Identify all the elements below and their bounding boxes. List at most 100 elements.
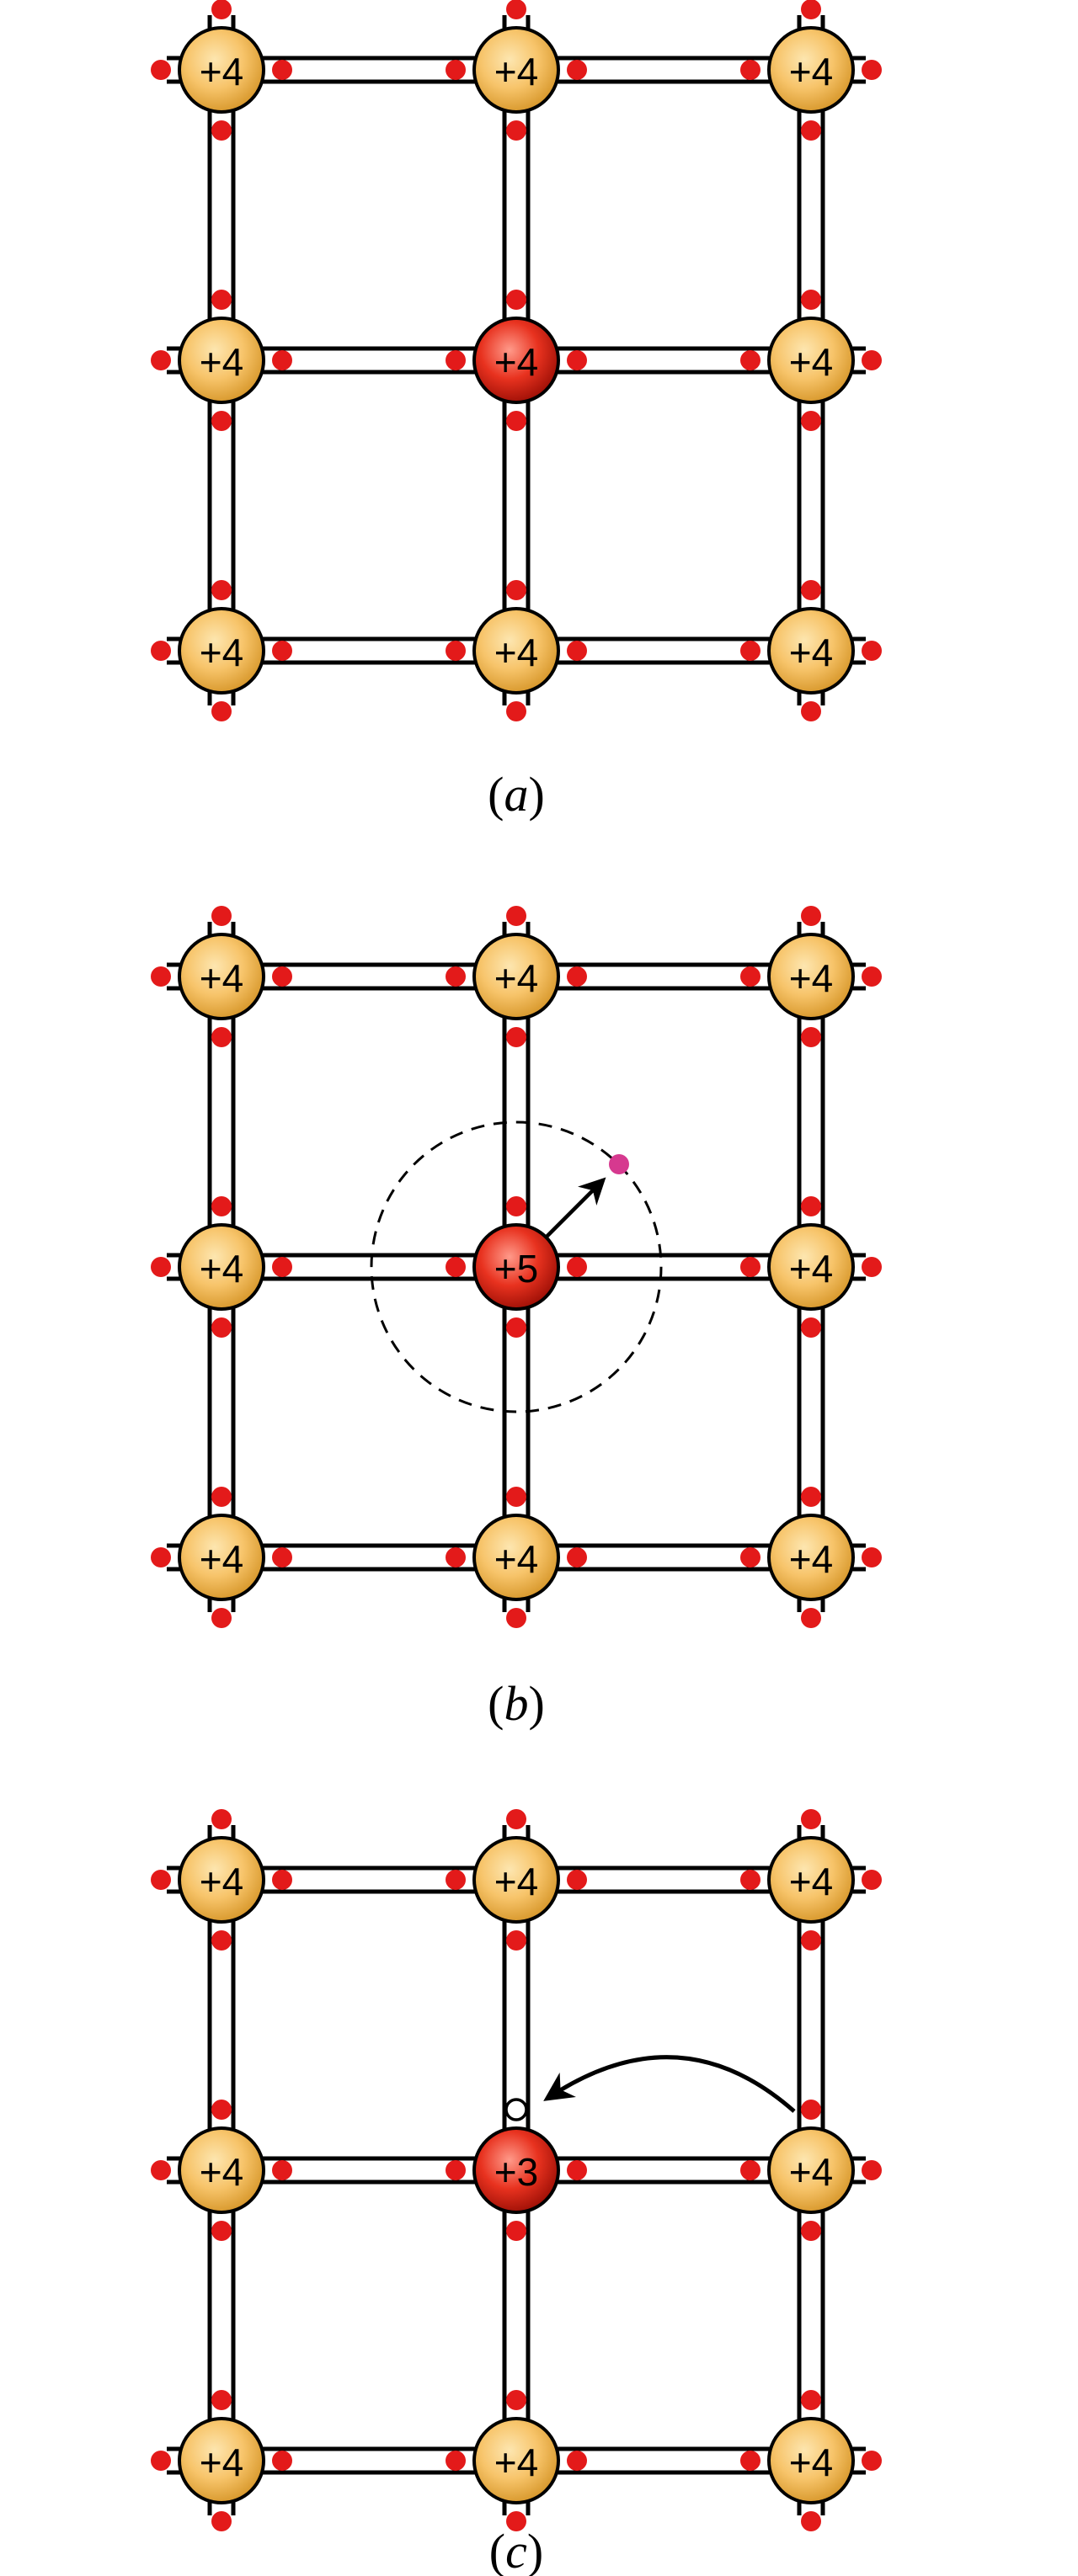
center-impurity-ion: +5: [472, 1223, 560, 1311]
ion-charge-label: +4: [200, 1247, 243, 1291]
lattice-ion: +4: [178, 2417, 265, 2504]
ion-charge-label: +4: [200, 340, 243, 384]
valence-electron: [506, 1608, 526, 1628]
valence-electron: [446, 1547, 466, 1567]
ions: +4+4+4+4+5+4+4+4+4: [178, 933, 855, 1601]
valence-electron: [211, 411, 232, 431]
valence-electron: [211, 580, 232, 600]
valence-electron: [272, 1547, 292, 1567]
ion-charge-label: +4: [494, 1537, 538, 1581]
valence-electron: [801, 411, 821, 431]
valence-electron: [506, 1196, 526, 1216]
valence-electron: [506, 0, 526, 19]
valence-electron: [801, 1809, 821, 1829]
caption-close-paren: ): [529, 767, 545, 822]
valence-electron: [151, 60, 171, 80]
lattice-ion: +4: [178, 1836, 265, 1924]
valence-electron: [151, 350, 171, 370]
ion-body: [767, 933, 855, 1020]
valence-electron: [740, 2160, 760, 2180]
valence-electron: [740, 60, 760, 80]
valence-electron: [862, 350, 882, 370]
ion-charge-label: +3: [494, 2150, 538, 2194]
valence-electron: [506, 1027, 526, 1047]
valence-electron: [801, 1608, 821, 1628]
ion-body: [767, 1836, 855, 1924]
valence-electron: [506, 1930, 526, 1951]
valence-electron: [801, 580, 821, 600]
ion-body: [472, 933, 560, 1020]
arrow-icon: [543, 2055, 796, 2113]
valence-electron: [506, 2511, 526, 2531]
ion-charge-label: +4: [200, 631, 243, 674]
valence-electron: [506, 701, 526, 721]
valence-electron: [740, 1257, 760, 1277]
valence-electron: [801, 1487, 821, 1507]
ion-charge-label: +4: [200, 50, 243, 93]
ion-body: [767, 317, 855, 404]
valence-electron: [740, 1870, 760, 1890]
valence-electron: [211, 906, 232, 926]
valence-electron: [567, 641, 587, 661]
valence-electron: [740, 1547, 760, 1567]
ion-charge-label: +4: [789, 631, 833, 674]
caption-open-paren: (: [488, 1676, 504, 1731]
impurity-ion-body: [472, 317, 560, 404]
valence-electron: [801, 2221, 821, 2241]
ion-charge-label: +4: [200, 956, 243, 1000]
valence-electron: [272, 2451, 292, 2471]
lattice-ion: +4: [472, 1514, 560, 1601]
valence-electron: [506, 1317, 526, 1338]
caption-letter: c: [505, 2524, 527, 2576]
valence-electron: [211, 0, 232, 19]
valence-electron: [506, 1487, 526, 1507]
center-impurity-ion: +4: [472, 317, 560, 404]
ion-charge-label: +4: [200, 1537, 243, 1581]
impurity-ion-body: [472, 1223, 560, 1311]
panel-caption: (b): [488, 1676, 545, 1731]
caption-letter: a: [504, 767, 529, 822]
lattice-ion: +4: [178, 317, 265, 404]
lattice-ion: +4: [767, 317, 855, 404]
panel-a: +4+4+4+4+4+4+4+4+4(a): [151, 0, 882, 822]
valence-electron: [801, 2100, 821, 2120]
valence-electron: [567, 1870, 587, 1890]
valence-electron: [862, 966, 882, 987]
valence-electron: [567, 966, 587, 987]
ion-charge-label: +4: [200, 2440, 243, 2484]
valence-electron: [801, 701, 821, 721]
ion-charge-label: +4: [200, 2150, 243, 2194]
ion-body: [178, 607, 265, 695]
valence-electrons: [151, 1809, 882, 2531]
valence-electron: [862, 641, 882, 661]
valence-electron: [211, 1027, 232, 1047]
valence-electron: [151, 2160, 171, 2180]
lattice-ion: +4: [472, 607, 560, 695]
ion-body: [472, 1514, 560, 1601]
valence-electron: [211, 1608, 232, 1628]
ion-charge-label: +4: [200, 1860, 243, 1903]
valence-electron: [567, 2451, 587, 2471]
valence-electron: [211, 1317, 232, 1338]
valence-electron: [801, 1027, 821, 1047]
arrow-icon: [543, 1177, 606, 1240]
ion-body: [178, 317, 265, 404]
valence-electron: [567, 350, 587, 370]
valence-electron: [446, 966, 466, 987]
lattice-ion: +4: [767, 607, 855, 695]
valence-electron: [446, 2160, 466, 2180]
valence-electron: [740, 2451, 760, 2471]
ion-body: [767, 1514, 855, 1601]
valence-electron: [740, 641, 760, 661]
lattice-ion: +4: [178, 933, 265, 1020]
valence-electron: [567, 1257, 587, 1277]
valence-electron: [506, 290, 526, 310]
ion-body: [767, 26, 855, 114]
ion-charge-label: +4: [494, 631, 538, 674]
valence-electron: [272, 641, 292, 661]
panel-caption: (c): [489, 2524, 543, 2576]
ion-charge-label: +4: [789, 2150, 833, 2194]
valence-electron: [801, 0, 821, 19]
ion-charge-label: +4: [494, 50, 538, 93]
